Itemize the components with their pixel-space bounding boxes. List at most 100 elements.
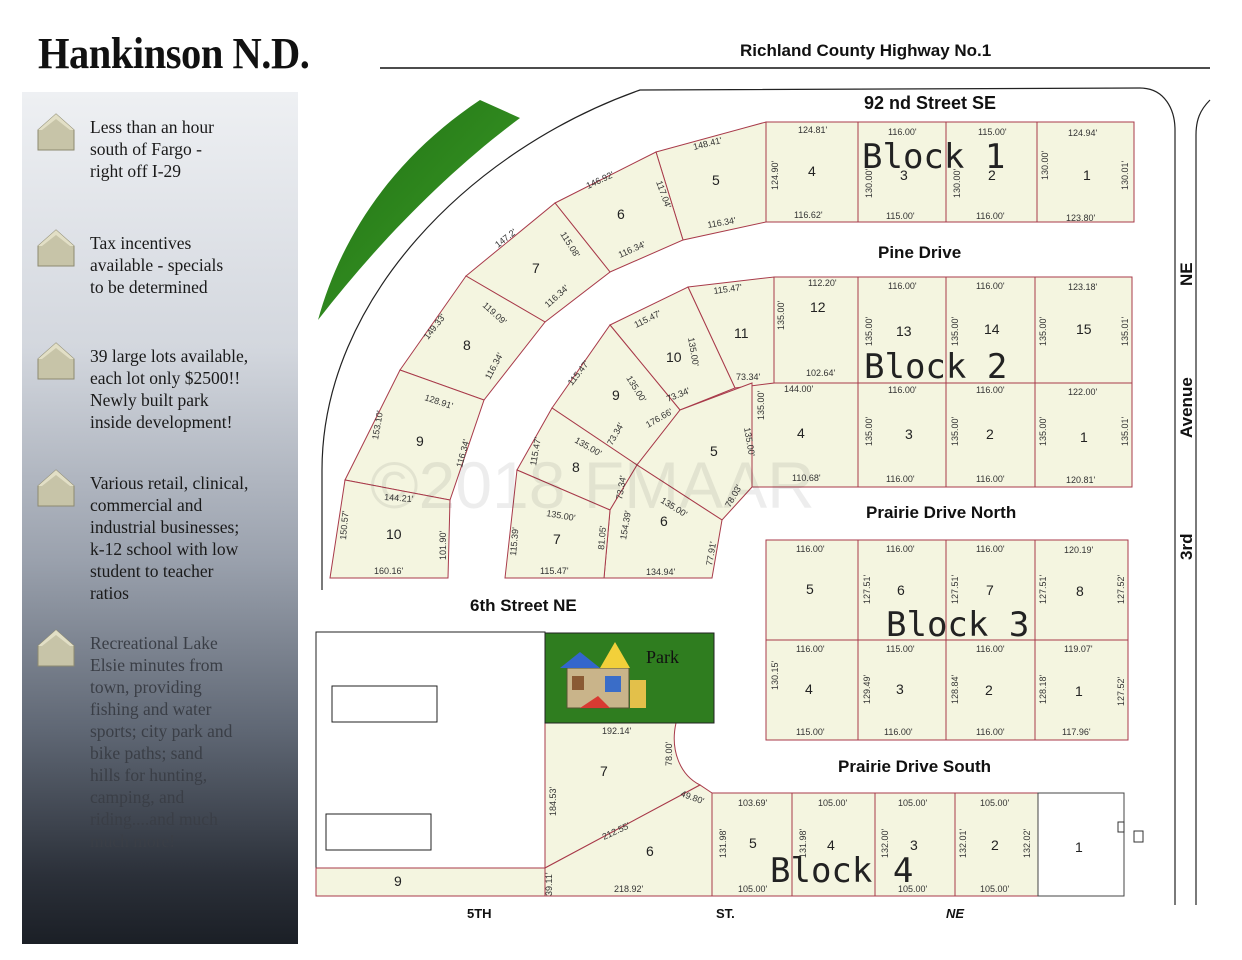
lot-1-1: 1 [1083,167,1091,183]
dimension-label: 115.47' [528,436,543,466]
dimension-label: 135.00' [864,316,874,346]
green-berm [318,100,520,320]
block-2-label: Block 2 [864,347,1007,387]
lot-3-6: 6 [897,582,905,598]
fifth-street-label-c: NE [946,906,964,921]
lot-2-11: 11 [734,325,749,341]
lot-parcel [765,539,859,641]
dimension-label: 131.98' [718,828,728,858]
feature-text: Recreational Lake Elsie minutes from tow… [90,633,233,851]
page-title: Hankinson N.D. [38,29,310,78]
dimension-label: 116.00' [976,474,1005,484]
feature-text: Various retail, clinical, commercial and… [90,473,249,603]
lot-parcel [329,479,451,579]
dimension-label: 127.52' [1116,676,1126,706]
lot-4-4: 4 [827,837,835,853]
lot-parcel [857,276,947,384]
dimension-label: 127.51' [1038,574,1048,604]
block-3-lots [765,539,1129,741]
prairie-north-label: Prairie Drive North [866,503,1016,522]
dimension-label: 144.21' [384,492,414,504]
block-4-label: Block 4 [770,851,913,891]
dimension-label: 105.00' [738,884,768,894]
dimension-label: 135.00' [756,390,766,420]
dimension-label: 115.00' [796,727,825,737]
dimension-label: 102.64' [806,368,836,378]
lot-2-1: 1 [1080,429,1088,445]
lot-4-1 [1037,792,1125,897]
lot-1-8: 8 [463,337,471,353]
third-avenue-label-c: NE [1177,262,1196,286]
lot-4-3: 3 [910,837,918,853]
block-3-dimensions: 120.19' 116.00' 116.00' 116.00' 127.52' … [770,544,1126,737]
lot-3-2: 2 [985,682,993,698]
dimension-label: 105.00' [980,884,1010,894]
dimension-label: 127.52' [1116,574,1126,604]
dimension-label: 131.98' [798,828,808,858]
block-3-label: Block 3 [886,605,1029,645]
lot-parcel [1034,539,1129,641]
lot-2-2: 2 [986,426,994,442]
dimension-label: 135.00' [864,416,874,446]
dimension-label: 124.81' [798,125,828,135]
dimension-label: 115.39' [508,527,520,557]
lot-2-7: 7 [553,531,561,547]
third-avenue-label-a: 3rd [1177,534,1196,560]
lot-2-15: 15 [1076,321,1092,337]
dimension-label: 218.92' [614,884,644,894]
dimension-label: 116.00' [976,644,1005,654]
dimension-label: 130.00' [952,168,962,198]
dimension-label: 116.00' [888,281,917,291]
lot-parcel [1036,121,1135,223]
dimension-label: 135.00' [776,300,786,330]
lot-4-1-number: 1 [1075,839,1083,855]
dimension-label: 119.07' [1064,644,1093,654]
playground-icon [560,642,646,709]
post-marker-2 [1133,830,1144,843]
dimension-label: 116.00' [976,281,1005,291]
lot-parcel [945,382,1036,488]
dimension-label: 116.00' [976,727,1005,737]
lot-parcel [773,276,859,384]
lot-2-3: 3 [905,426,913,442]
copyright-watermark: ©2018 FMAAR [370,448,815,522]
lot-2-13: 13 [896,323,912,339]
lot-3-1: 1 [1075,683,1083,699]
lot-2-6: 6 [660,513,668,529]
feature-text: 39 large lots available, each lot only $… [90,346,249,432]
lot-1-4: 4 [808,163,816,179]
pine-drive-label: Pine Drive [878,243,961,262]
lot-1-3: 3 [900,167,908,183]
lot-parcel [874,792,956,897]
dimension-label: 116.00' [886,474,915,484]
dimension-label: 115.47' [540,566,569,576]
park-label: Park [646,647,679,667]
dimension-label: 105.00' [898,798,928,808]
dimension-label: 130.15' [770,660,780,690]
lot-4-6: 6 [646,843,654,859]
dimension-label: 116.00' [976,385,1005,395]
dimension-label: 81.05' [596,525,608,550]
features-panel [22,92,298,944]
dimension-label: 116.00' [976,544,1005,554]
lot-parcel [1034,382,1133,488]
dimension-label: 110.68' [792,473,821,483]
fifth-street-label-a: 5TH [467,906,492,921]
lot-2-8: 8 [572,459,580,475]
house-icon [37,113,75,151]
dimension-label: 127.51' [950,574,960,604]
dimension-label: 116.00' [888,385,917,395]
lot-parcel [765,639,859,741]
dimension-label: 135.00' [950,316,960,346]
dimension-label: 135.01' [1120,416,1130,446]
highway-label: Richland County Highway No.1 [740,41,991,60]
lot-parcel [857,382,947,488]
house-icon [37,629,75,667]
lot-2-4: 4 [797,425,805,441]
dimension-label: 115.00' [978,127,1007,137]
lot-2-12: 12 [810,299,826,315]
lot-2-14: 14 [984,321,1000,337]
dimension-label: 101.90' [438,530,448,560]
lot-1-10: 10 [386,526,402,542]
lot-1-7: 7 [532,260,540,276]
